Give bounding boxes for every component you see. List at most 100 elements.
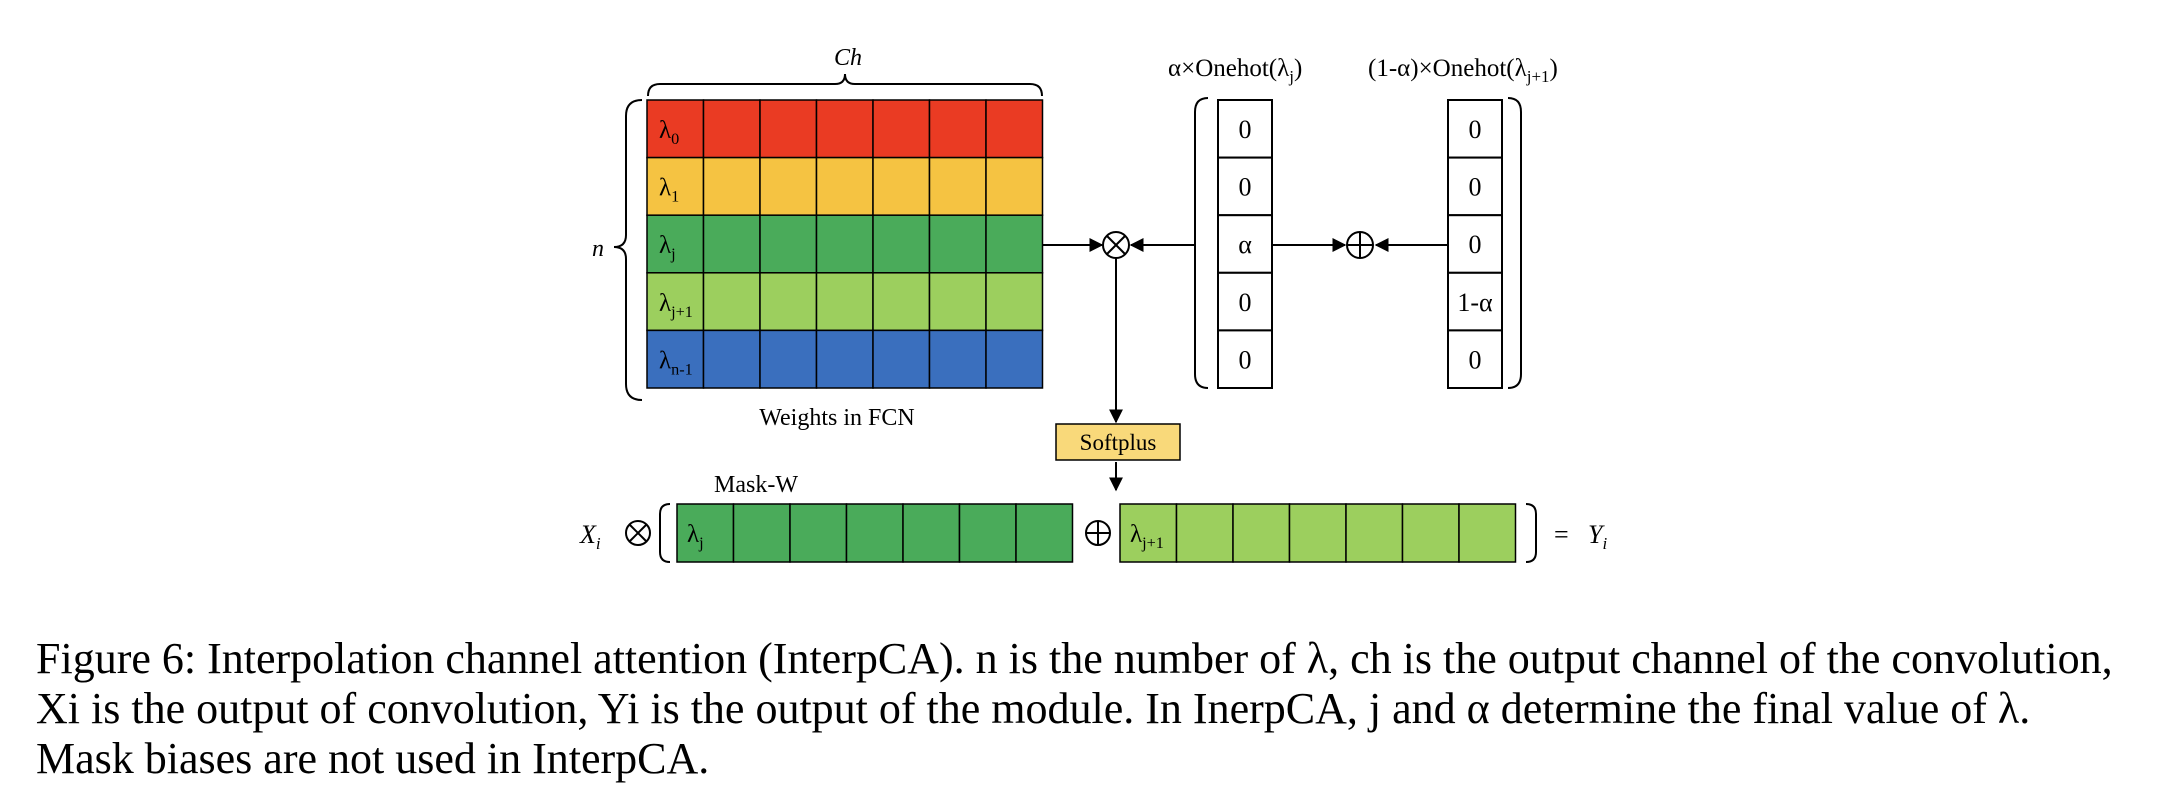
weight-cell: [759, 272, 818, 332]
mask-j1-cell: [1288, 503, 1347, 563]
mask-label: Mask-W: [714, 472, 798, 498]
onehot-j-label: α×Onehot(λj): [1168, 55, 1302, 86]
weight-cell: [759, 156, 818, 216]
mask-j-cell: [676, 503, 735, 563]
weight-cell: [646, 99, 705, 159]
weight-cell: [928, 329, 987, 389]
row-label-1: λ1: [659, 175, 679, 206]
mask-j-cell: [845, 503, 904, 563]
mask-row-j: λj: [676, 503, 1074, 563]
row-label-3: λj+1: [659, 290, 693, 321]
weight-cell: [702, 214, 761, 274]
plus-circle-icon: [1346, 231, 1374, 259]
onehot-j-cell: [1217, 99, 1273, 159]
mask-j-cell: [732, 503, 791, 563]
onehot-j1-bracket: [1507, 97, 1522, 389]
onehot-j1-cell: [1447, 329, 1503, 389]
n-label: n: [592, 236, 604, 262]
onehot-j1-value: 0: [1469, 230, 1482, 259]
weight-cell: [872, 272, 931, 332]
mask-j1-cell: [1175, 503, 1234, 563]
xi-label: Xi: [579, 520, 601, 553]
onehot-j-value: 0: [1239, 115, 1252, 144]
weight-cell: [815, 329, 874, 389]
row-label-0: λ0: [659, 117, 679, 148]
caption-line-1: Figure 6: Interpolation channel attentio…: [36, 634, 2113, 683]
weights-grid: λ0 λ1 λj λj+1 λn-1: [646, 99, 1044, 389]
weight-cell: [815, 214, 874, 274]
caption-line-2: Xi is the output of convolution, Yi is t…: [36, 684, 2031, 733]
onehot-j1-cell: [1447, 156, 1503, 217]
weight-cell: [872, 156, 931, 216]
mask-row-j1: λj+1: [1119, 503, 1517, 563]
n-brace: [613, 99, 643, 401]
mask-j-cell: [789, 503, 848, 563]
mask-left-bracket: [659, 503, 671, 563]
row-label-2: λj: [659, 232, 676, 263]
mask-j1-cell: [1232, 503, 1291, 563]
onehot-j1-value: 0: [1469, 345, 1482, 374]
weight-cell: [646, 272, 705, 332]
onehot-j-cell: [1217, 271, 1273, 332]
weight-cell: [702, 329, 761, 389]
weight-cell: [872, 99, 931, 159]
weight-cell: [815, 99, 874, 159]
weights-caption: Weights in FCN: [759, 405, 914, 431]
mask-j1-cell: [1401, 503, 1460, 563]
weight-cell: [646, 329, 705, 389]
weight-cell: [759, 214, 818, 274]
row-label-4: λn-1: [659, 347, 693, 378]
mask-j1-label: λj+1: [1130, 521, 1164, 552]
mask-j-cell: [902, 503, 961, 563]
multiply-circle-icon: [625, 520, 651, 546]
weight-cell: [985, 99, 1044, 159]
weight-cell: [985, 272, 1044, 332]
weight-cell: [702, 99, 761, 159]
onehot-j1-cell: [1447, 271, 1503, 332]
plus-circle-icon: [1085, 520, 1111, 546]
onehot-j-bracket: [1194, 97, 1209, 389]
equals-sign: =: [1554, 520, 1569, 549]
weight-cell: [815, 156, 874, 216]
weight-cell: [815, 272, 874, 332]
softplus-box: [1055, 423, 1181, 461]
figure-caption: Figure 6: Interpolation channel attentio…: [36, 634, 2156, 784]
weight-cell: [646, 214, 705, 274]
onehot-j-value: 0: [1239, 345, 1252, 374]
onehot-j-value: 0: [1239, 173, 1252, 202]
weight-cell: [702, 156, 761, 216]
onehot-j1-value: 0: [1469, 115, 1482, 144]
onehot-j1-cell: [1447, 99, 1503, 159]
caption-line-3: Mask biases are not used in InterpCA.: [36, 734, 710, 783]
onehot-j-cell: [1217, 329, 1273, 389]
softplus-label: Softplus: [1080, 430, 1157, 455]
weight-cell: [872, 214, 931, 274]
mask-j-cell: [1015, 503, 1074, 563]
weight-cell: [759, 99, 818, 159]
onehot-j1-label: (1-α)×Onehot(λj+1): [1368, 55, 1558, 86]
mask-j-label: λj: [687, 521, 704, 552]
weight-cell: [985, 156, 1044, 216]
weight-cell: [872, 329, 931, 389]
yi-label: Yi: [1588, 520, 1607, 553]
weight-cell: [928, 214, 987, 274]
weight-cell: [646, 156, 705, 216]
multiply-circle-icon: [1102, 231, 1130, 259]
mask-right-bracket: [1525, 503, 1537, 563]
weight-cell: [928, 272, 987, 332]
onehot-j-value: 0: [1239, 288, 1252, 317]
onehot-j-vector: 0 0 α 0 0: [1217, 99, 1273, 389]
mask-j-cell: [958, 503, 1017, 563]
weight-cell: [702, 272, 761, 332]
mask-j1-cell: [1458, 503, 1517, 563]
weight-cell: [985, 214, 1044, 274]
ch-brace: [647, 73, 1043, 97]
onehot-j-value: α: [1238, 230, 1252, 259]
onehot-j1-value: 0: [1469, 173, 1482, 202]
weight-cell: [928, 156, 987, 216]
onehot-j-cell: [1217, 156, 1273, 217]
mask-j1-cell: [1119, 503, 1178, 563]
weight-cell: [985, 329, 1044, 389]
